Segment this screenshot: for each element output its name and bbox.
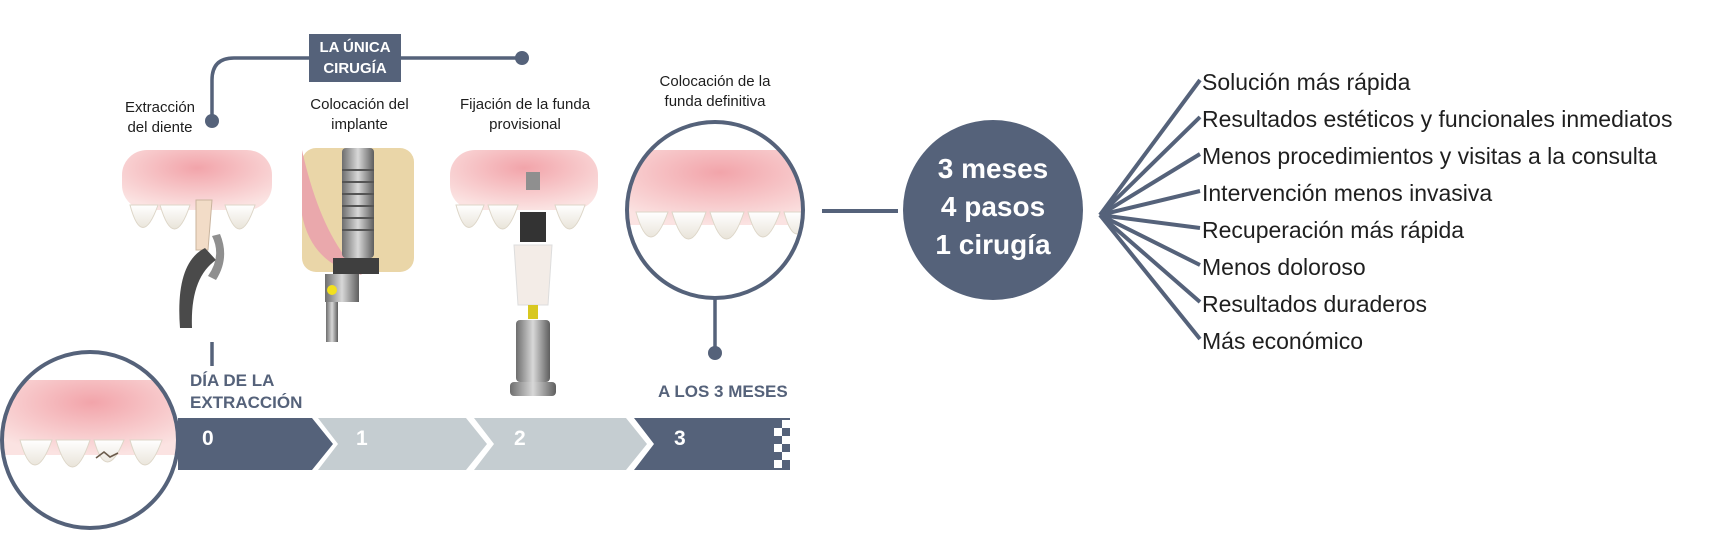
benefit-item: Más económico	[1202, 328, 1364, 354]
timeline-number-1: 1	[356, 427, 368, 450]
benefit-item: Resultados duraderos	[1202, 291, 1428, 317]
step-label-provisional: Fijación de la funda provisional	[459, 96, 591, 133]
timeline-segment-0	[178, 418, 333, 470]
benefit-item: Menos procedimientos y visitas a la cons…	[1202, 143, 1658, 169]
timeline-segment-2	[474, 418, 647, 470]
step-label-extraction: Extracción del diente	[124, 99, 196, 136]
benefits-list: Solución más rápida Resultados estéticos…	[1202, 65, 1672, 361]
timeline	[178, 418, 790, 470]
summary-circle	[903, 120, 1083, 300]
step-label-final: Colocación de la funda definitiva	[659, 73, 771, 110]
timeline-number-0: 0	[202, 427, 214, 450]
extraction-illustration	[122, 150, 272, 366]
checkered-finish	[774, 420, 790, 468]
summary-surgery: 1 cirugía	[935, 229, 1051, 260]
benefit-fan-lines	[1098, 78, 1202, 341]
day-zero-label: DÍA DE LA EXTRACCIÓN	[190, 371, 303, 412]
broken-tooth-illustration	[0, 350, 180, 530]
timeline-number-3: 3	[674, 427, 686, 450]
timeline-segment-3	[634, 418, 790, 470]
provisional-crown-illustration	[450, 150, 598, 396]
implant-illustration	[302, 148, 414, 342]
single-surgery-badge: LA ÚNICA CIRUGÍA	[309, 34, 401, 82]
badge-line-2: CIRUGÍA	[323, 60, 387, 77]
three-months-label: A LOS 3 MESES	[658, 382, 788, 401]
benefit-item: Menos doloroso	[1202, 254, 1366, 280]
surgery-bracket	[205, 51, 529, 128]
benefit-item: Solución más rápida	[1202, 69, 1411, 95]
step-label-implant: Colocación del implante	[310, 96, 409, 133]
benefit-item: Intervención menos invasiva	[1202, 180, 1493, 206]
summary-steps: 4 pasos	[940, 191, 1046, 222]
timeline-segment-1	[318, 418, 487, 470]
benefit-item: Resultados estéticos y funcionales inmed…	[1202, 106, 1673, 132]
summary-text: 3 meses 4 pasos 1 cirugía	[905, 150, 1081, 264]
badge-line-1: LA ÚNICA	[319, 39, 391, 56]
final-crown-illustration	[625, 120, 805, 360]
summary-months: 3 meses	[937, 153, 1049, 184]
timeline-number-2: 2	[514, 427, 526, 450]
benefit-item: Recuperación más rápida	[1202, 217, 1465, 243]
